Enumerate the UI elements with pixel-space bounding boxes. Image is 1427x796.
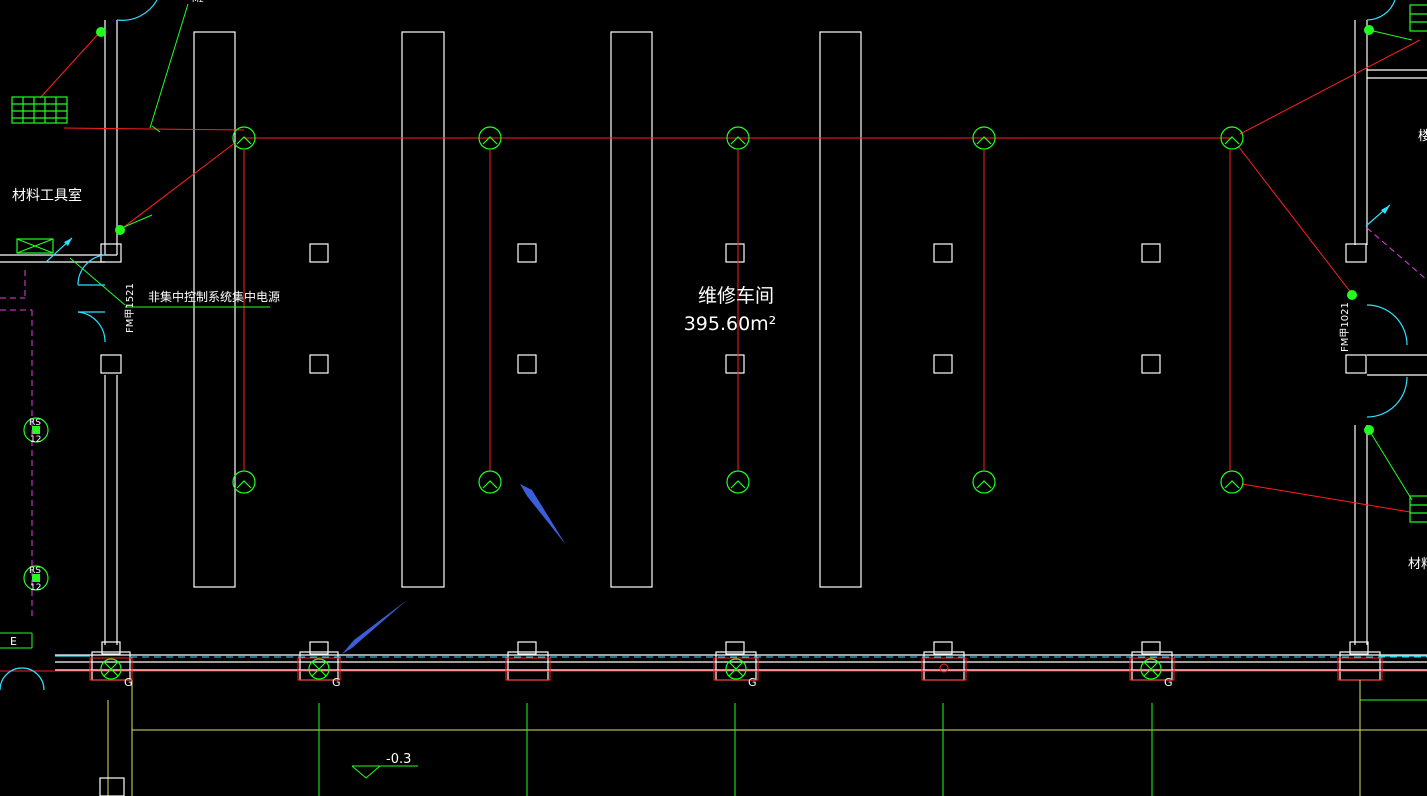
emergency-light-icon (972, 470, 996, 494)
distribution-panel-icon (1409, 4, 1427, 523)
distribution-panel-icon (11, 96, 68, 124)
g-label: G (332, 676, 341, 689)
rs-code-label: RS (29, 418, 41, 428)
socket-icon (939, 663, 949, 673)
door-right-label: FM甲1021 (1340, 302, 1351, 352)
emergency-light-icon (478, 126, 502, 150)
wall-lights (100, 658, 1162, 680)
room-area: 395.60m² (684, 313, 777, 335)
column-square-icon (933, 243, 953, 263)
rs-num-label: 12 (30, 435, 41, 445)
rs-num-label: 12 (30, 583, 41, 593)
column-square-icon (309, 243, 329, 263)
equipment-bays (193, 31, 862, 588)
room-name: 维修车间 (698, 285, 774, 307)
annotation-arrow-icon (342, 600, 407, 654)
fire-zone-lines (0, 227, 1427, 620)
light-fixtures (232, 126, 1244, 494)
rs-detectors (23, 417, 49, 591)
emergency-light-icon (726, 470, 750, 494)
elevation-label: -0.3 (386, 752, 411, 767)
wall-columns (100, 243, 1367, 374)
lower-level-lines (107, 680, 1427, 796)
column-square-icon (99, 777, 125, 796)
g-label: G (748, 676, 757, 689)
emergency-light-icon (972, 126, 996, 150)
junction-node-icon (1347, 290, 1357, 300)
column-square-icon (1141, 243, 1161, 263)
column-square-icon (725, 354, 745, 374)
column-square-icon (933, 354, 953, 374)
emergency-light-icon (232, 470, 256, 494)
door-left-label: FM甲1521 (125, 283, 136, 333)
elevation-marker (351, 765, 418, 779)
emergency-light-icon (1220, 470, 1244, 494)
rs-code-label: RS (29, 566, 41, 576)
power-note-label: 非集中控制系统集中电源 (148, 289, 280, 304)
column-square-icon (725, 243, 745, 263)
column-square-icon (517, 243, 537, 263)
right-top-label: 楼 (1418, 129, 1427, 144)
column-square-icon (1141, 354, 1161, 374)
leaders (0, 3, 1427, 701)
exit-mark-label: E (10, 635, 17, 648)
emergency-light-icon (1220, 126, 1244, 150)
interior-columns (309, 243, 1161, 374)
grid-ticks (318, 703, 1153, 796)
walls (0, 20, 1427, 671)
annotation-arrow-icon (1381, 205, 1390, 214)
annotation-arrow-icon (64, 238, 72, 246)
doors (0, 0, 1427, 691)
junction-node-icon (96, 27, 106, 37)
emergency-light-icon (478, 470, 502, 494)
left-room-label: 材料工具室 (12, 187, 82, 204)
exit-sign-icon (16, 238, 54, 254)
top-tag-label: M2 (192, 0, 204, 4)
g-label: G (124, 676, 133, 689)
column-square-icon (309, 354, 329, 374)
emergency-light-icon (232, 126, 256, 150)
g-label: G (1164, 676, 1173, 689)
column-square-icon (517, 354, 537, 374)
wiring (0, 31, 1427, 681)
right-room-label: 材料 (1408, 557, 1427, 572)
annotation-arrow-icon (520, 484, 566, 545)
junction-node-icon (115, 225, 125, 235)
emergency-light-icon (726, 126, 750, 150)
